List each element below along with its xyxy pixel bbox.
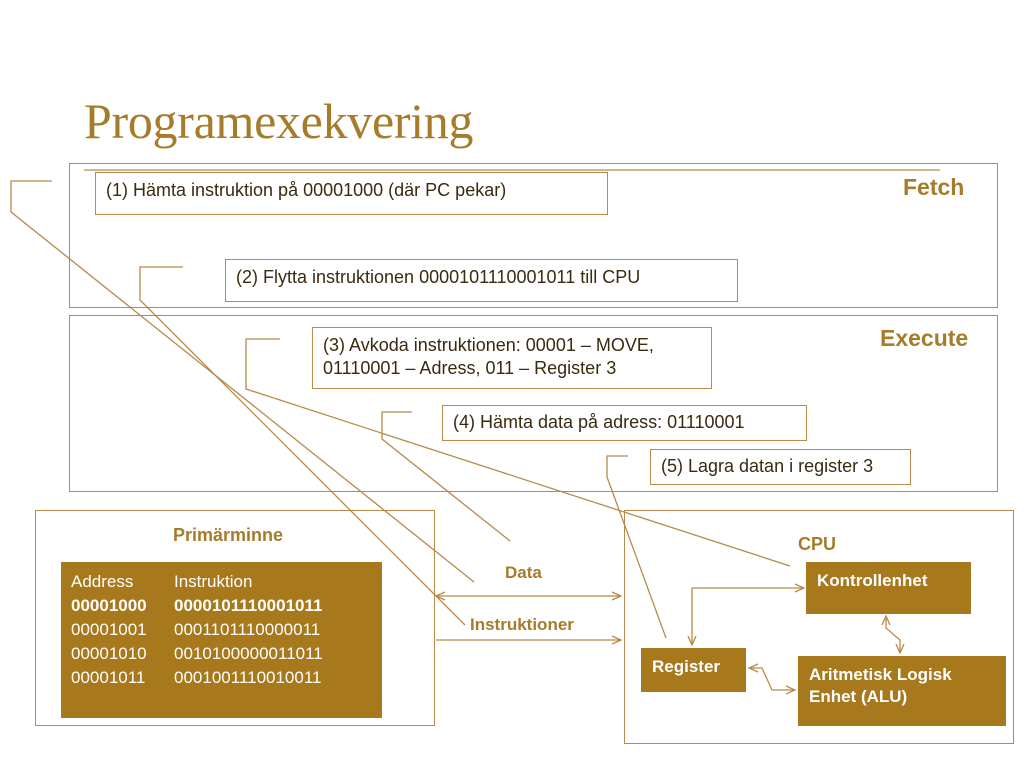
- memory-header-instruction: Instruktion: [174, 572, 253, 591]
- memory-instruction-cell: 0001001110010011: [174, 668, 322, 687]
- step-1-box: (1) Hämta instruktion på 00001000 (där P…: [95, 172, 608, 215]
- memory-address-cell: 00001010: [71, 644, 147, 663]
- fetch-phase-title: Fetch: [903, 174, 965, 200]
- memory-table: Address Instruktion 00001000 00001011100…: [61, 562, 382, 718]
- register-label: Register: [652, 657, 721, 676]
- memory-header-row: Address Instruktion: [71, 570, 323, 594]
- step-3-box: (3) Avkoda instruktionen: 00001 – MOVE, …: [312, 327, 712, 389]
- register-block: Register: [641, 648, 746, 692]
- memory-address-cell: 00001000: [71, 596, 147, 615]
- alu-label-line-1: Aritmetisk Logisk: [809, 665, 952, 684]
- step-5-box: (5) Lagra datan i register 3: [650, 449, 911, 485]
- alu-block: Aritmetisk Logisk Enhet (ALU): [798, 656, 1006, 726]
- instruction-bus-label: Instruktioner: [470, 615, 574, 634]
- alu-label-line-2: Enhet (ALU): [809, 687, 908, 707]
- step-2-box: (2) Flytta instruktionen 000010111000101…: [225, 259, 738, 302]
- memory-title: Primärminne: [173, 525, 284, 545]
- step-4-box: (4) Hämta data på adress: 01110001: [442, 405, 807, 441]
- memory-instruction-cell: 0001101110000011: [174, 620, 321, 639]
- table-row: 00001000 0000101110001011: [71, 594, 323, 618]
- execute-phase-title: Execute: [880, 325, 969, 351]
- cpu-title: CPU: [798, 534, 837, 554]
- table-row: 00001010 0010100000011011: [71, 642, 323, 666]
- memory-address-cell: 00001001: [71, 620, 147, 639]
- table-row: 00001011 0001001110010011: [71, 666, 323, 690]
- memory-header-address: Address: [71, 572, 134, 591]
- step-1-text: (1) Hämta instruktion på 00001000 (där P…: [106, 180, 507, 200]
- control-unit-block: Kontrollenhet: [806, 562, 971, 614]
- step-3-line-2: 01110001 – Adress, 011 – Register 3: [323, 358, 617, 379]
- memory-instruction-cell: 0010100000011011: [174, 644, 323, 663]
- step-4-text: (4) Hämta data på adress: 01110001: [453, 412, 745, 432]
- step-5-text: (5) Lagra datan i register 3: [661, 456, 874, 476]
- step-2-text: (2) Flytta instruktionen 000010111000101…: [236, 267, 641, 287]
- memory-instruction-cell: 0000101110001011: [174, 596, 323, 615]
- step-3-line-1: (3) Avkoda instruktionen: 00001 – MOVE,: [323, 335, 654, 355]
- table-row: 00001001 0001101110000011: [71, 618, 323, 642]
- control-unit-label: Kontrollenhet: [817, 571, 928, 590]
- data-bus-label: Data: [505, 563, 542, 582]
- page-title: Programexekvering: [84, 93, 474, 149]
- memory-address-cell: 00001011: [71, 668, 146, 687]
